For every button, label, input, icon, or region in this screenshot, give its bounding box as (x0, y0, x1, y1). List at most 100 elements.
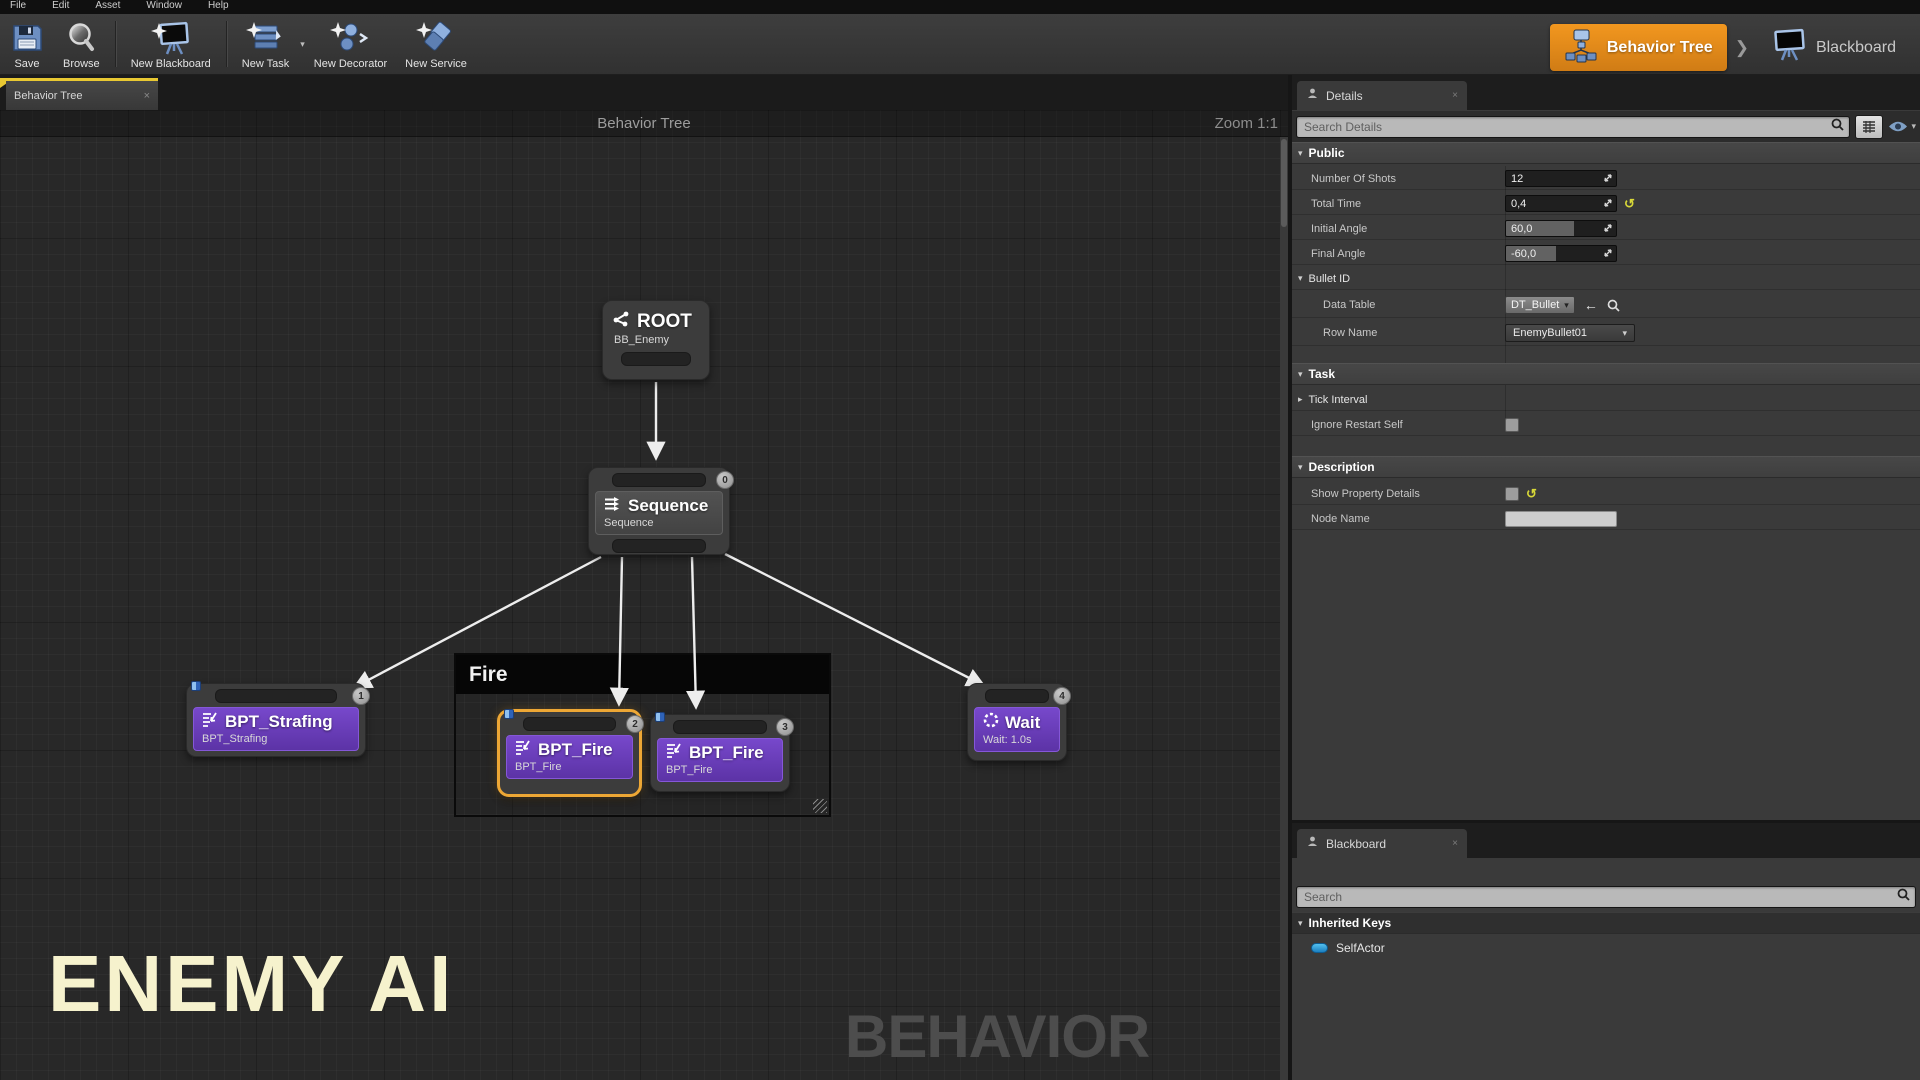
sequence-output-pin[interactable] (612, 539, 707, 553)
final-angle-field[interactable]: -60,0 (1505, 245, 1617, 262)
menu-window[interactable]: Window (146, 0, 182, 12)
scrub-icon[interactable] (1603, 195, 1613, 212)
row-name-label: Row Name (1292, 327, 1505, 339)
root-output-pin[interactable] (621, 352, 691, 366)
node-wait[interactable]: 4 Wait Wait: 1.0s (967, 683, 1067, 761)
initial-angle-field[interactable]: 60,0 (1505, 220, 1617, 237)
blackboard-tab[interactable]: Blackboard × (1297, 829, 1467, 858)
browse-icon (63, 20, 99, 56)
blueprint-badge-icon (655, 712, 665, 722)
initial-angle-value: 60,0 (1506, 223, 1532, 235)
blackboard-search[interactable] (1296, 886, 1916, 908)
number-of-shots-field[interactable]: 12 (1505, 170, 1617, 187)
section-description-label: Description (1309, 460, 1375, 474)
category-row-bullet-id[interactable]: ▾ Bullet ID (1292, 268, 1920, 290)
blueprint-badge-icon (504, 709, 514, 719)
blackboard-mode-button[interactable]: Blackboard (1757, 24, 1910, 71)
strafing-title: BPT_Strafing (225, 712, 333, 732)
new-service-icon (415, 20, 457, 56)
browse-button[interactable]: Browse (54, 16, 109, 72)
node-bpt-strafing[interactable]: 1 BPT_Strafing BPT_Strafing (186, 683, 366, 757)
wait-input-pin[interactable] (985, 689, 1049, 703)
document-tab-bar: Behavior Tree × (0, 75, 1288, 110)
details-search[interactable] (1296, 116, 1850, 138)
menu-file[interactable]: File (10, 0, 26, 12)
new-decorator-button[interactable]: New Decorator (305, 16, 396, 72)
scrub-icon[interactable] (1603, 170, 1613, 187)
graph-canvas[interactable]: Behavior Tree Zoom 1:1 ENEMY AI BEHAVIOR… (0, 110, 1288, 1080)
object-key-icon (1311, 943, 1328, 953)
sequence-input-pin[interactable] (612, 473, 707, 487)
inherited-keys-header[interactable]: ▾ Inherited Keys (1292, 912, 1920, 934)
fire1-input-pin[interactable] (523, 717, 617, 731)
collapse-icon: ▾ (1298, 462, 1303, 473)
section-task[interactable]: ▾ Task (1292, 363, 1920, 385)
save-button[interactable]: Save (0, 16, 54, 72)
node-sequence[interactable]: 0 Sequence Sequence (588, 467, 730, 555)
expand-icon: ▸ (1298, 394, 1303, 405)
row-name-dropdown[interactable]: EnemyBullet01 ▾ (1505, 324, 1635, 342)
property-matrix-button[interactable] (1855, 115, 1883, 139)
section-description[interactable]: ▾ Description (1292, 456, 1920, 478)
section-task-label: Task (1309, 367, 1335, 381)
details-search-input[interactable] (1297, 117, 1849, 137)
canvas-vertical-scrollbar[interactable] (1280, 137, 1288, 1080)
display-filter-button[interactable]: ▾ (1888, 120, 1916, 133)
blackboard-tab-close-icon[interactable]: × (1452, 838, 1458, 849)
menu-asset[interactable]: Asset (95, 0, 120, 12)
node-root[interactable]: ROOT BB_Enemy (602, 300, 710, 380)
tab-close-icon[interactable]: × (144, 90, 150, 102)
new-task-button[interactable]: New Task ▾ (233, 16, 305, 72)
eye-icon (1888, 120, 1908, 133)
property-row: Initial Angle 60,0 (1292, 218, 1920, 240)
details-tab-close-icon[interactable]: × (1452, 90, 1458, 101)
node-bpt-fire-1[interactable]: 2 BPT_Fire BPT_Fire (497, 709, 642, 797)
total-time-field[interactable]: 0,4 (1505, 195, 1617, 212)
scrollbar-thumb[interactable] (1281, 139, 1287, 227)
show-property-details-checkbox[interactable] (1505, 487, 1519, 501)
toolbar-separator (115, 21, 116, 67)
fire2-title: BPT_Fire (689, 743, 764, 763)
tab-behavior-tree[interactable]: Behavior Tree × (6, 78, 158, 110)
blackboard-search-row (1292, 881, 1920, 912)
section-public[interactable]: ▾ Public (1292, 142, 1920, 164)
reset-to-default-icon[interactable]: ↺ (1526, 486, 1537, 502)
final-angle-value: -60,0 (1506, 248, 1536, 260)
menu-edit[interactable]: Edit (52, 0, 69, 12)
search-icon (1897, 888, 1910, 906)
details-tab[interactable]: Details × (1297, 81, 1467, 110)
total-time-value: 0,4 (1506, 198, 1526, 210)
section-public-label: Public (1309, 146, 1345, 160)
blackboard-search-input[interactable] (1297, 887, 1915, 907)
dropdown-caret-icon: ▾ (1622, 328, 1627, 339)
ignore-restart-self-checkbox[interactable] (1505, 418, 1519, 432)
task-icon (515, 740, 532, 760)
browse-to-asset-icon[interactable] (1607, 299, 1620, 312)
fire2-input-pin[interactable] (673, 720, 766, 734)
scrub-icon[interactable] (1603, 220, 1613, 237)
node-bpt-fire-2[interactable]: 3 BPT_Fire BPT_Fire (650, 714, 790, 792)
zoom-level: Zoom 1:1 (1215, 115, 1278, 132)
use-selected-asset-icon[interactable]: ← (1584, 297, 1598, 313)
data-table-dropdown[interactable]: DT_Bullet ▾ (1505, 296, 1575, 314)
blackboard-key-row[interactable]: SelfActor (1292, 936, 1920, 960)
sequence-icon (604, 496, 622, 516)
scrub-icon[interactable] (1603, 245, 1613, 262)
behavior-tree-mode-button[interactable]: Behavior Tree (1550, 24, 1727, 71)
blackboard-tab-strip: Blackboard × (1292, 823, 1920, 858)
node-name-input[interactable] (1505, 511, 1617, 527)
strafing-input-pin[interactable] (215, 689, 338, 703)
new-service-button[interactable]: New Service (396, 16, 476, 72)
property-row: Node Name (1292, 508, 1920, 530)
menu-help[interactable]: Help (208, 0, 229, 12)
reset-to-default-icon[interactable]: ↺ (1624, 196, 1635, 212)
tick-interval-row[interactable]: ▸ Tick Interval (1292, 389, 1920, 411)
wait-icon (983, 712, 999, 733)
graph-header: Behavior Tree Zoom 1:1 (0, 110, 1288, 137)
root-subtitle: BB_Enemy (614, 334, 703, 346)
new-decorator-icon (329, 20, 371, 56)
property-row: Total Time 0,4 ↺ (1292, 193, 1920, 215)
data-table-label: Data Table (1292, 299, 1505, 311)
new-blackboard-button[interactable]: New Blackboard (122, 16, 220, 72)
